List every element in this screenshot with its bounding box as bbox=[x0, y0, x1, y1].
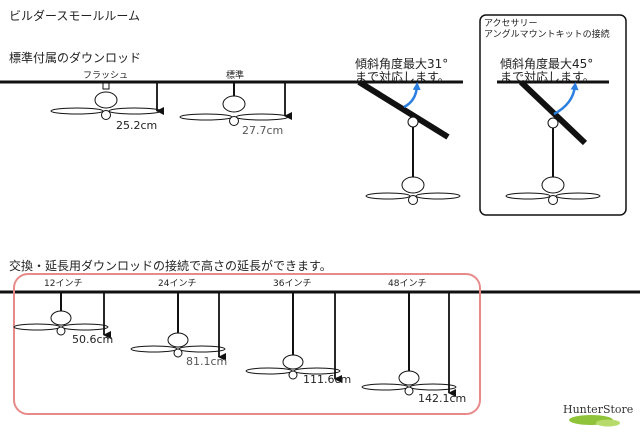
accessory-box bbox=[479, 14, 627, 216]
fan-sloped-45 bbox=[505, 117, 601, 205]
fan-12-inch bbox=[13, 293, 109, 336]
fan-flush bbox=[50, 82, 162, 120]
drop-value-24: 81.1cm bbox=[186, 355, 228, 368]
page-title: ビルダースモールルーム bbox=[9, 9, 141, 23]
fan-48-inch bbox=[361, 293, 457, 396]
accessory-angle-text: 傾斜角度最大45° bbox=[500, 57, 594, 71]
fan-36-inch bbox=[245, 293, 341, 380]
fan-standard bbox=[179, 83, 289, 126]
rod-label-12: 12インチ bbox=[44, 279, 83, 289]
fan-sloped-31 bbox=[365, 116, 461, 205]
slope-support-text: まで対応します。 bbox=[355, 70, 450, 84]
standard-heading: 標準付属のダウンロッド bbox=[9, 51, 142, 65]
drop-value-48: 142.1cm bbox=[418, 392, 467, 405]
drop-value-12: 50.6cm bbox=[72, 333, 114, 346]
drop-value-36: 111.6cm bbox=[303, 373, 352, 386]
accessory-support-text: まで対応します。 bbox=[500, 70, 595, 84]
brand-logo: HunterStore bbox=[563, 403, 634, 416]
angle-arrow-45 bbox=[553, 82, 579, 116]
rod-label-48: 48インチ bbox=[388, 279, 427, 289]
standard-drop-value: 27.7cm bbox=[242, 124, 284, 137]
accessory-line2: アングルマウントキットの接続 bbox=[484, 30, 610, 40]
extension-frame bbox=[13, 273, 481, 415]
leaf-icon-secondary bbox=[596, 419, 620, 427]
rod-label-36: 36インチ bbox=[273, 279, 312, 289]
extension-heading: 交換・延長用ダウンロッドの接続で高さの延長ができます。 bbox=[9, 259, 332, 273]
flush-label: フラッシュ bbox=[83, 71, 129, 81]
flush-drop-value: 25.2cm bbox=[116, 119, 158, 132]
standard-label: 標準 bbox=[226, 71, 245, 81]
slope-angle-text: 傾斜角度最大31° bbox=[355, 57, 449, 71]
rod-label-24: 24インチ bbox=[158, 279, 197, 289]
accessory-line1: アクセサリー bbox=[484, 19, 538, 29]
sloped-ceiling-45 bbox=[518, 79, 588, 146]
fan-24-inch bbox=[130, 293, 226, 358]
sloped-ceiling-31 bbox=[357, 79, 450, 140]
angle-arrow-31 bbox=[403, 82, 421, 109]
